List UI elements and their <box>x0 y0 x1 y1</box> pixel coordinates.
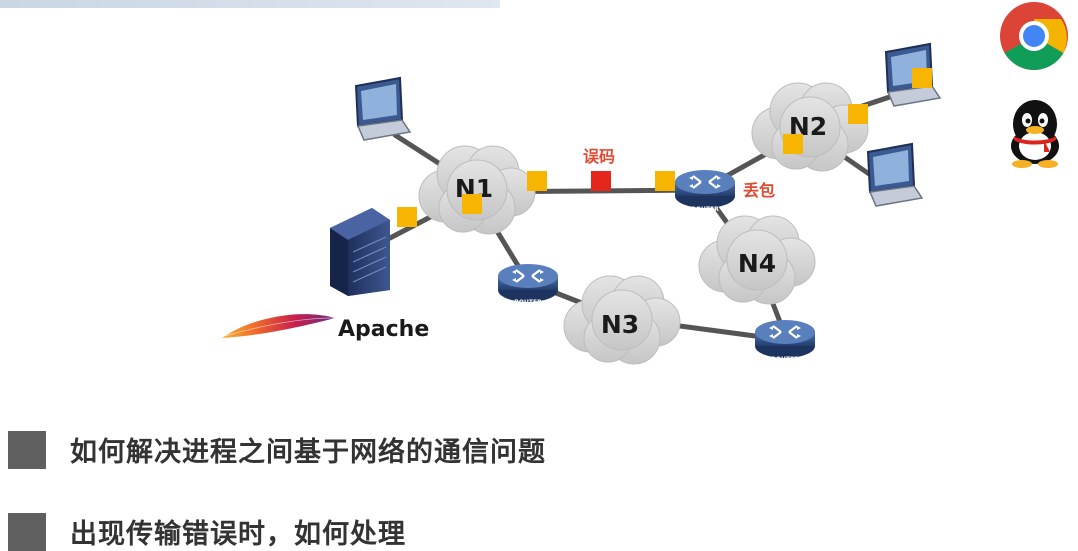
apache-label: Apache <box>338 317 429 342</box>
packet-n2-right <box>848 104 868 124</box>
packet-n1-inner <box>462 194 482 214</box>
chrome-icon <box>1000 2 1068 70</box>
packet-laptop-top-right <box>912 68 932 88</box>
bullet-square-icon <box>8 430 46 469</box>
network-label-n4: N4 <box>738 249 776 278</box>
router-icon-top <box>673 168 737 210</box>
laptop-icon-bottom-right <box>867 143 923 207</box>
bullet-text-1: 如何解决进程之间基于网络的通信问题 <box>70 437 546 468</box>
server-icon <box>330 208 390 296</box>
network-label-n3: N3 <box>601 310 639 339</box>
packet-n2-left <box>783 134 803 154</box>
title-strip-remnant <box>0 0 500 8</box>
laptop-icon-left <box>355 77 411 141</box>
qq-icon <box>1011 100 1059 168</box>
bullet-item-1: 如何解决进程之间基于网络的通信问题 <box>8 430 546 469</box>
router-label-bottom: ROUTER <box>771 356 799 363</box>
router-label-top: ROUTER <box>691 206 719 213</box>
packet-loss-label: 丢包 <box>743 181 775 200</box>
router-label-left: ROUTER <box>514 299 542 306</box>
packet-router-left <box>655 171 675 191</box>
apache-feather-icon <box>222 314 335 338</box>
bullet-text-2: 出现传输错误时，如何处理 <box>70 519 406 550</box>
bit-error-label: 误码 <box>583 147 615 166</box>
packet-n1-right <box>527 171 547 191</box>
bullet-item-2: 出现传输错误时，如何处理 <box>8 512 406 551</box>
packets <box>397 68 932 227</box>
bullet-square-icon <box>8 512 46 551</box>
packet-error <box>591 171 611 191</box>
packet-server <box>397 207 417 227</box>
router-icon-left <box>496 262 560 304</box>
router-icon-bottom <box>753 318 817 360</box>
